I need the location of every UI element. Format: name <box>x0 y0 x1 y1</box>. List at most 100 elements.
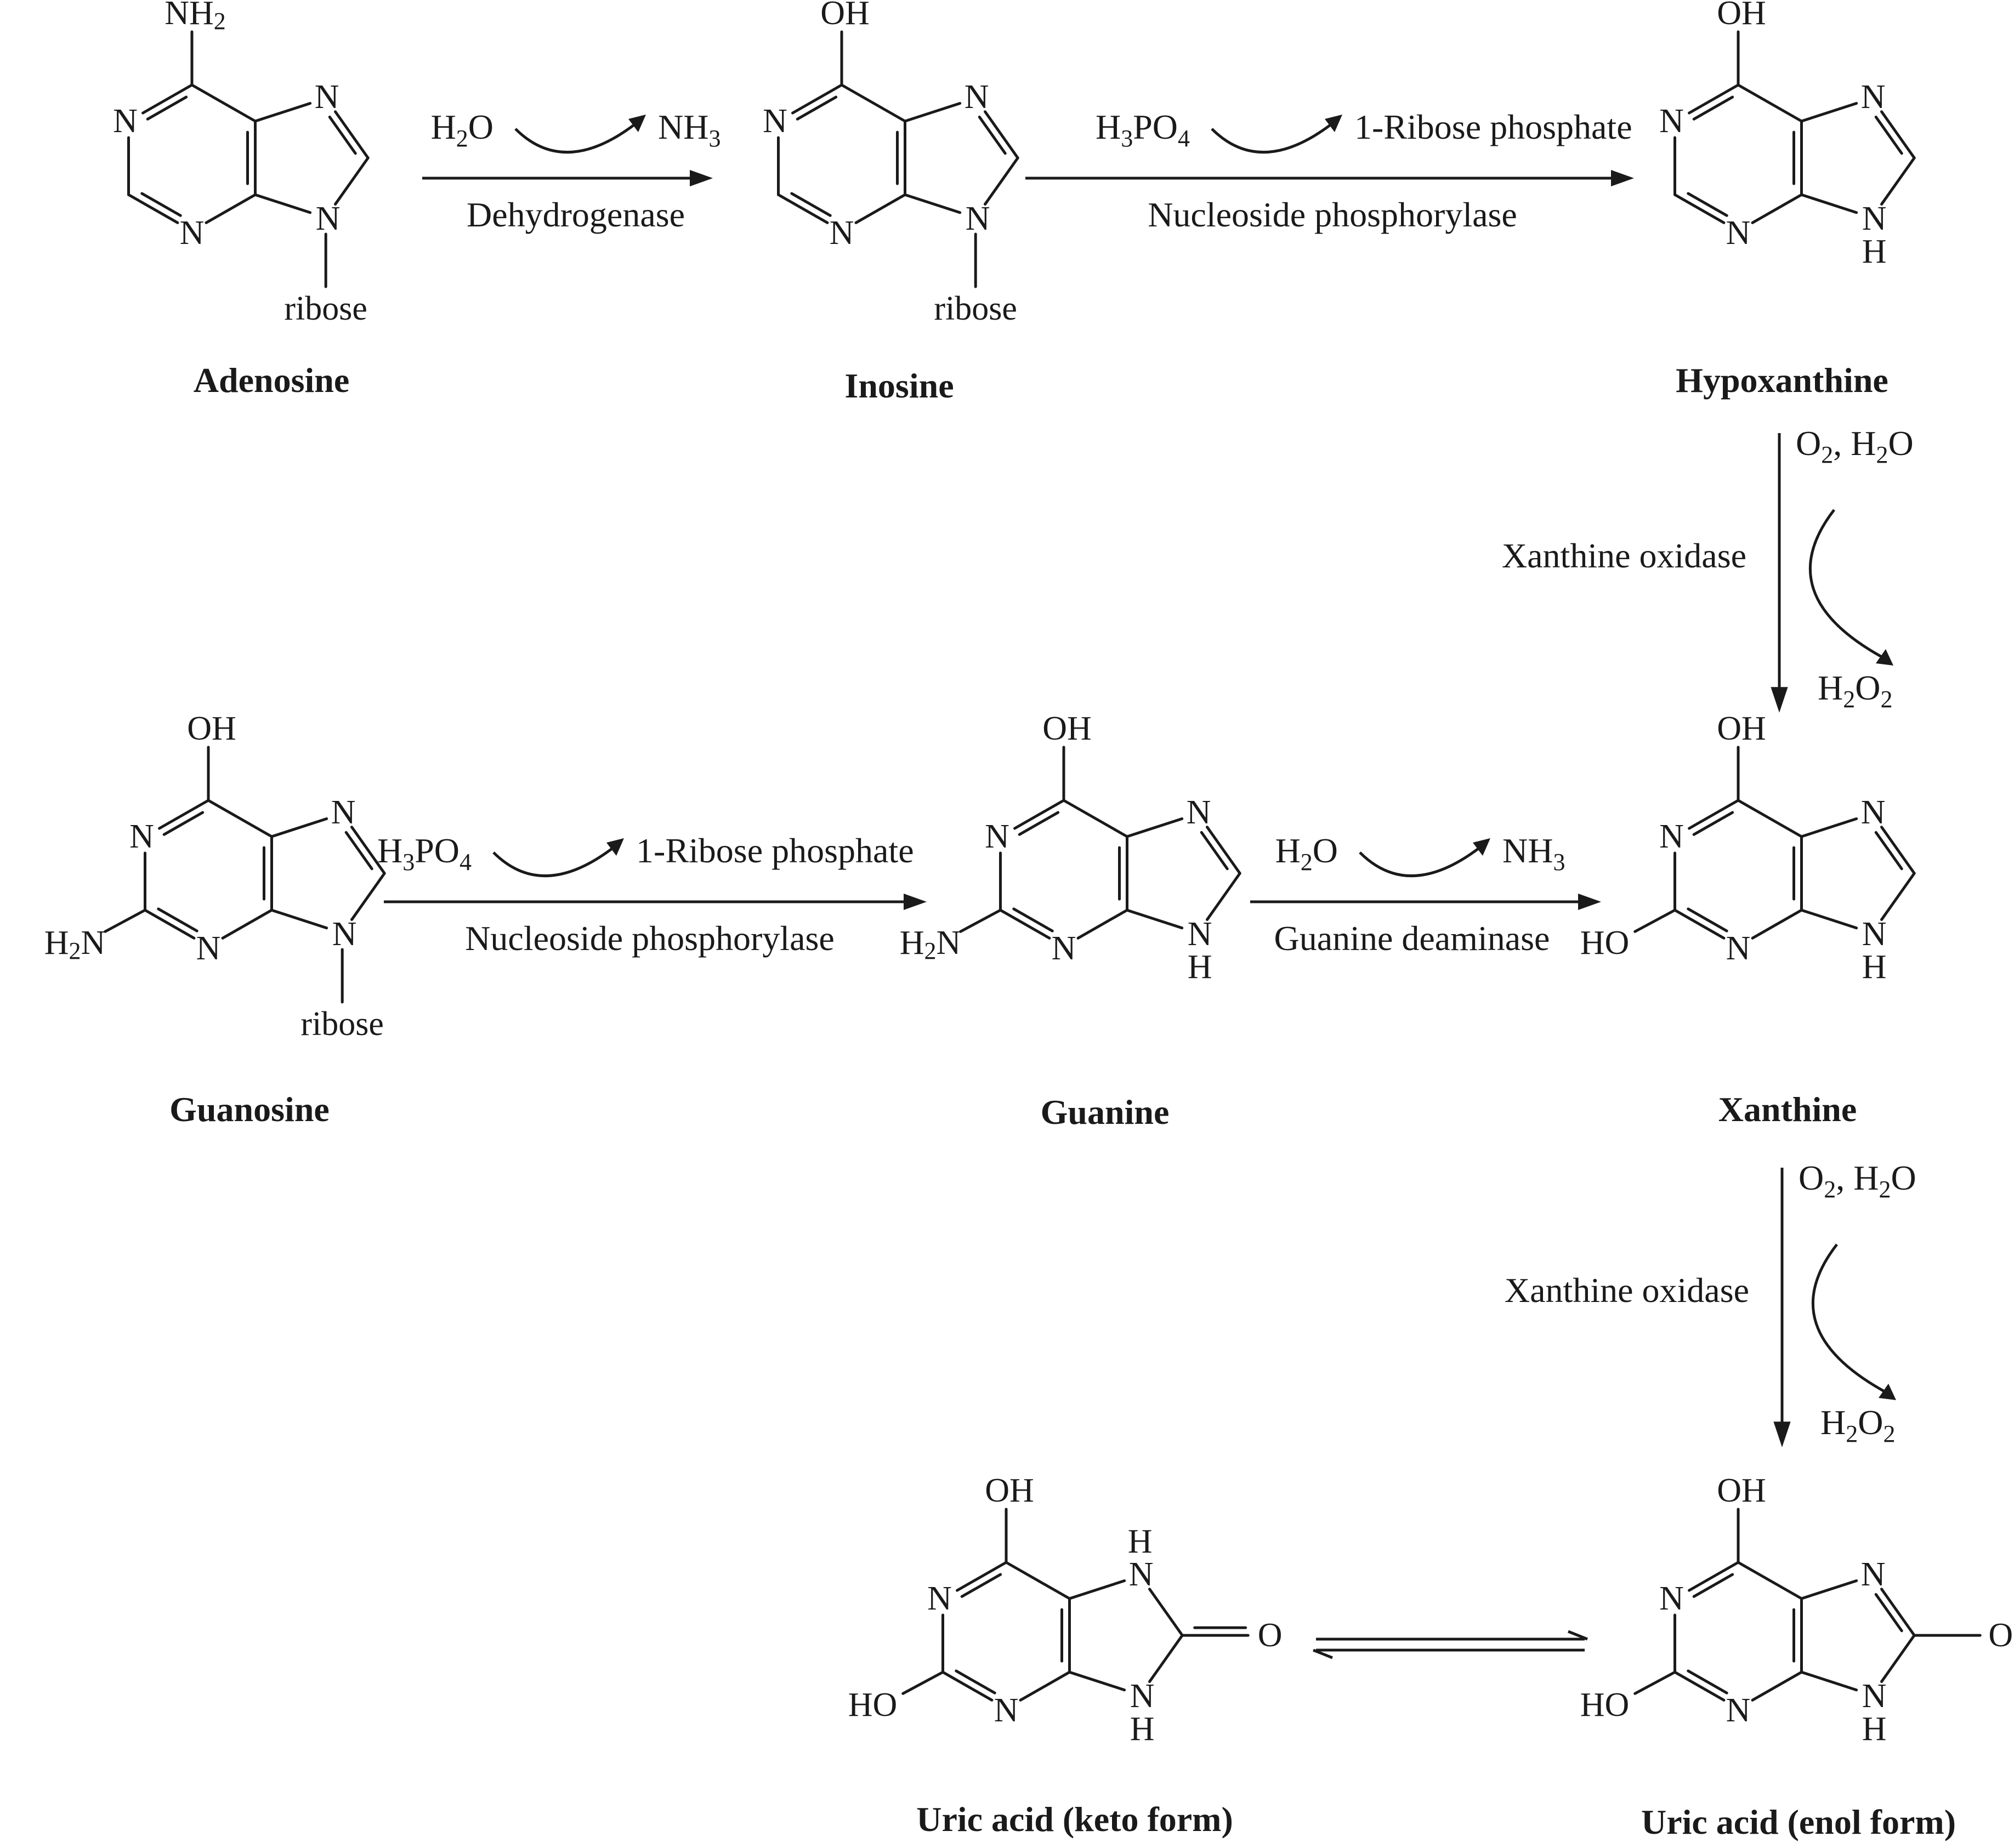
compound-name-uric_keto: Uric acid (keto form) <box>916 1800 1233 1839</box>
substituent-c2: HO <box>1580 924 1630 962</box>
reaction-arrowhead <box>1611 170 1634 186</box>
bond-n3-c4 <box>1751 1670 1803 1702</box>
substituent-c6: OH <box>820 0 870 32</box>
compound-name-inosine: Inosine <box>844 366 954 405</box>
substituent-c6: OH <box>1042 710 1092 747</box>
substituent-c2: HO <box>1580 1686 1630 1724</box>
reagent-in: O2, H2O <box>1799 1158 1916 1203</box>
atom-n7: N <box>1861 794 1886 831</box>
bond-c5-c6 <box>1062 799 1128 838</box>
bond-c6-n1-inner <box>146 95 188 121</box>
bond-n7-c8 <box>1880 110 1916 160</box>
bond-n7-c8 <box>1880 826 1916 875</box>
substituent-c6: OH <box>1717 710 1766 747</box>
coreagent-curve-arrow <box>1808 509 1885 659</box>
bond-c5-c6 <box>1737 799 1803 838</box>
bond-c4-n9 <box>1800 193 1858 214</box>
equilibrium-back-barb <box>1313 1648 1333 1659</box>
bond-n7-c8-inner <box>1200 831 1229 871</box>
reaction-arrowhead <box>904 894 927 910</box>
bond-c5-n7 <box>1800 817 1858 838</box>
bond-c6-n1 <box>1688 1561 1740 1592</box>
bond-c4-n9 <box>270 908 328 930</box>
bond-c2-n3 <box>144 908 196 940</box>
atom-n1: N <box>1659 103 1684 140</box>
atom-n9: N <box>332 916 357 953</box>
reagent-out: NH3 <box>658 107 720 152</box>
bond-n3-c4 <box>1751 908 1803 940</box>
atom-n3: N <box>1052 930 1076 967</box>
bond-n3-c4 <box>205 193 257 224</box>
bond-c6-n1-inner <box>1692 95 1734 121</box>
bond-n7-c8 <box>1880 1588 1916 1637</box>
atom-n9: N <box>1188 916 1212 953</box>
atom-n1: N <box>1659 1580 1684 1617</box>
bond-c8-n9 <box>334 156 370 206</box>
bond-c6-n1-inner <box>1018 811 1060 836</box>
bond-c2-n3-inner <box>157 907 198 932</box>
bond-c6-n1 <box>1688 799 1740 830</box>
substituent-c6: OH <box>187 710 236 747</box>
atom-n1: N <box>763 103 787 140</box>
atom-n9: N <box>1862 200 1887 237</box>
reaction-arrowhead <box>1773 1421 1791 1447</box>
bond-c8-n9 <box>1206 872 1241 922</box>
bond-c2-sub <box>1633 1670 1676 1695</box>
ribose-label: ribose <box>300 1005 384 1043</box>
bond-n3-c4 <box>221 908 273 940</box>
bond-c2-sub <box>1633 908 1676 933</box>
substituent-c8: OH <box>1988 1617 2014 1654</box>
atom-h7: H <box>1128 1523 1153 1560</box>
coreagent-arrowhead <box>1473 838 1490 856</box>
bond-c2-n3-inner <box>790 192 832 217</box>
compound-name-hypoxanthine: Hypoxanthine <box>1676 361 1888 400</box>
coreagent-arrowhead <box>628 115 646 132</box>
substituent-c2: H2N <box>44 924 106 964</box>
bond-c2-n3 <box>1673 908 1726 940</box>
bond-n7-c8 <box>334 110 370 160</box>
bond-n3-c4 <box>854 193 906 224</box>
reaction-arrowhead <box>1771 687 1788 713</box>
substituent-c2: H2N <box>900 924 961 964</box>
reagent-in: H2O <box>431 107 493 152</box>
bond-c2-n3-inner <box>1687 192 1728 217</box>
atom-n3: N <box>994 1692 1019 1729</box>
atom-h9: H <box>1862 233 1887 270</box>
substituent-c6: NH2 <box>164 0 226 35</box>
compound-name-guanosine: Guanosine <box>169 1090 330 1129</box>
bond-c6-n1-inner <box>796 95 838 121</box>
reaction-arrowhead <box>1578 894 1601 910</box>
bond-c5-c6 <box>840 83 906 123</box>
atom-n7: N <box>965 78 989 116</box>
bond-c4-n9 <box>1800 908 1858 930</box>
bond-c6-n1 <box>791 83 843 115</box>
bond-n7-c8 <box>984 110 1019 160</box>
atom-h9: H <box>1862 1710 1887 1748</box>
substituent-c6: OH <box>985 1472 1034 1509</box>
bond-c6-n1 <box>956 1561 1008 1592</box>
bond-c4-n9 <box>1126 908 1184 930</box>
substituent-c2: HO <box>848 1686 898 1724</box>
bond-n3-c4 <box>1076 908 1128 940</box>
atom-n1: N <box>1659 818 1684 855</box>
atom-n1: N <box>113 103 138 140</box>
bond-n7-c8-inner <box>1874 831 1903 871</box>
atom-n9: N <box>1130 1678 1155 1715</box>
atom-n1: N <box>927 1580 952 1617</box>
bond-c5-n7 <box>254 101 312 123</box>
bond-c8-n9 <box>350 872 386 922</box>
bond-c6-n1 <box>1688 83 1740 115</box>
bond-c2-n3-inner <box>1687 1669 1728 1695</box>
reagent-in: H3PO4 <box>1096 107 1190 152</box>
bond-c6-n1-inner <box>960 1573 1002 1598</box>
substituent-c6: OH <box>1717 1472 1766 1509</box>
bond-c8-n9 <box>1880 1634 1916 1684</box>
